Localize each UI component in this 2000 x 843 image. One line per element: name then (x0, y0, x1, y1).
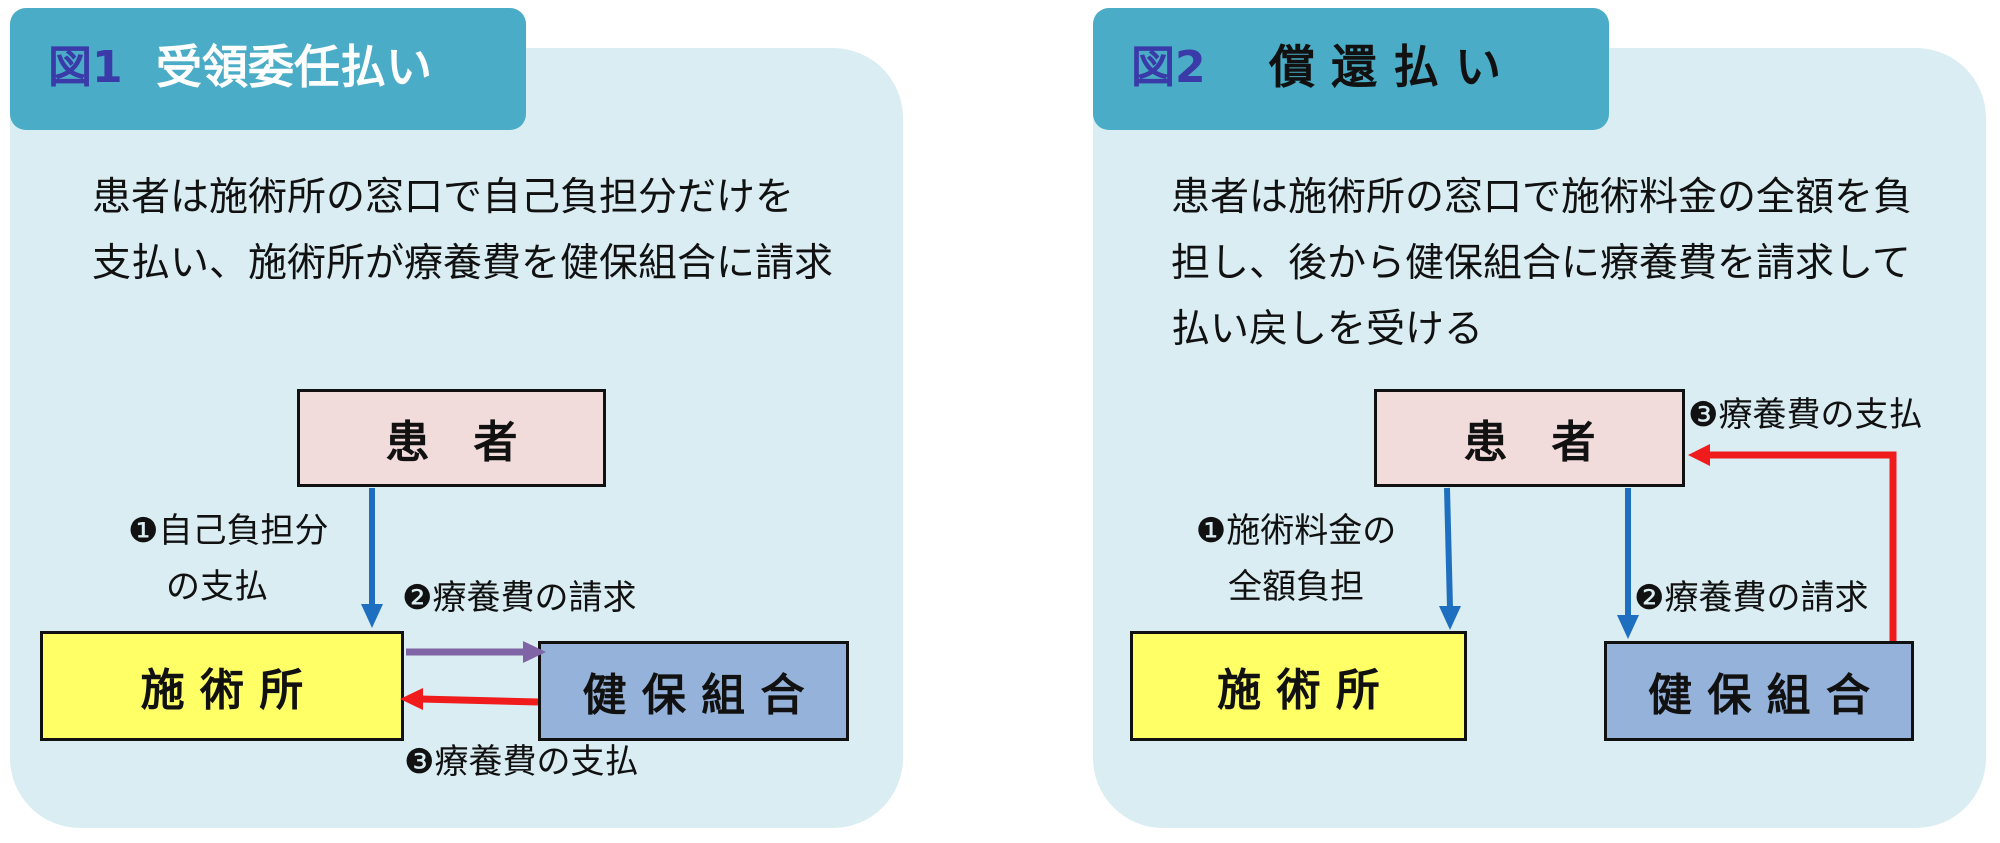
fig1-clinic-box: 施 術 所 (40, 631, 404, 741)
fig2-label-full-pay: ❶施術料金の 全額負担 (1176, 503, 1416, 615)
fig1-label-self-pay-line: の支払 (166, 567, 268, 607)
fig2-union-box: 健 保 組 合 (1604, 641, 1914, 741)
fig2-description-line: 患者は施術所の窓口で施術料金の全額を負 (1171, 175, 1913, 220)
fig1-title-tab: 図1 受領委任払い (10, 8, 526, 130)
fig1-title-number: 図1 (48, 42, 123, 93)
fig1-union-box: 健 保 組 合 (538, 641, 849, 741)
fig1-label-payment: ❸療養費の支払 (404, 742, 639, 782)
fig2-title-number: 図2 (1131, 42, 1206, 93)
fig1-label-self-pay-line: ❶自己負担分 (128, 511, 329, 551)
fig2-title: 償 還 払 い (1269, 40, 1502, 94)
fig1-patient-box: 患 者 (297, 389, 606, 487)
fig2-description: 患者は施術所の窓口で施術料金の全額を負 担し、後から健保組合に療養費を請求して … (1171, 165, 1912, 363)
fig2-description-line: 担し、後から健保組合に療養費を請求して (1171, 241, 1911, 286)
fig2-description-line: 払い戻しを受ける (1171, 307, 1484, 352)
fig2-label-payment: ❸療養費の支払 (1688, 395, 1923, 435)
fig2-title-tab: 図2 償 還 払 い (1093, 8, 1609, 130)
fig1-description: 患者は施術所の窓口で自己負担分だけを 支払い、施術所が療養費を健保組合に請求 (92, 165, 833, 297)
fig1-description-line: 患者は施術所の窓口で自己負担分だけを (92, 175, 795, 220)
fig2-patient-box: 患 者 (1374, 389, 1685, 487)
fig1-label-self-pay: ❶自己負担分 の支払 (128, 503, 328, 615)
fig1-title: 受領委任払い (156, 40, 432, 94)
fig2-label-full-pay-line: ❶施術料金の (1195, 511, 1397, 551)
fig1-label-claim: ❷療養費の請求 (402, 578, 637, 618)
fig2-label-claim: ❷療養費の請求 (1634, 578, 1869, 618)
fig2-clinic-box: 施 術 所 (1130, 631, 1467, 741)
fig1-description-line: 支払い、施術所が療養費を健保組合に請求 (92, 241, 834, 286)
fig2-label-full-pay-line: 全額負担 (1228, 567, 1364, 607)
